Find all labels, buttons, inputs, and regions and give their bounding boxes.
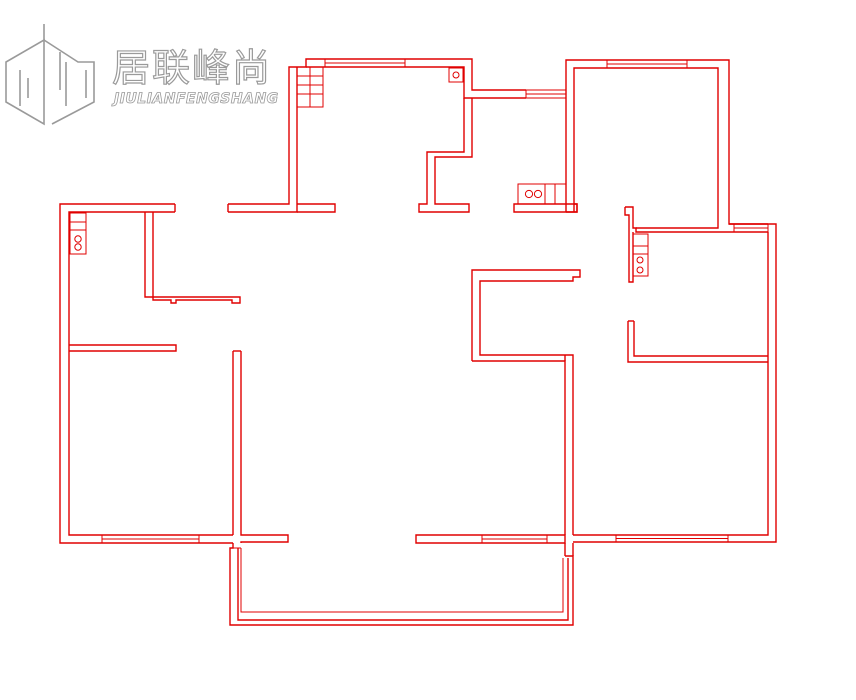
right-wing-walls (573, 206, 777, 543)
kitchen-walls (227, 58, 567, 213)
left-wing-walls (59, 203, 289, 544)
flue-fixture (448, 67, 464, 83)
brand-logo: 居联峰尚 JIULIANFENGSHANG (0, 20, 320, 130)
right-bath-fixture (632, 233, 649, 277)
bath-fixture (69, 212, 87, 255)
house-outline-icon (5, 24, 95, 126)
balcony (229, 543, 574, 626)
right-bedroom-walls (513, 59, 768, 229)
brand-name-cn: 居联峰尚 (111, 45, 273, 90)
brand-name-en: JIULIANFENGSHANG (114, 91, 279, 108)
center-right-walls (415, 269, 581, 556)
